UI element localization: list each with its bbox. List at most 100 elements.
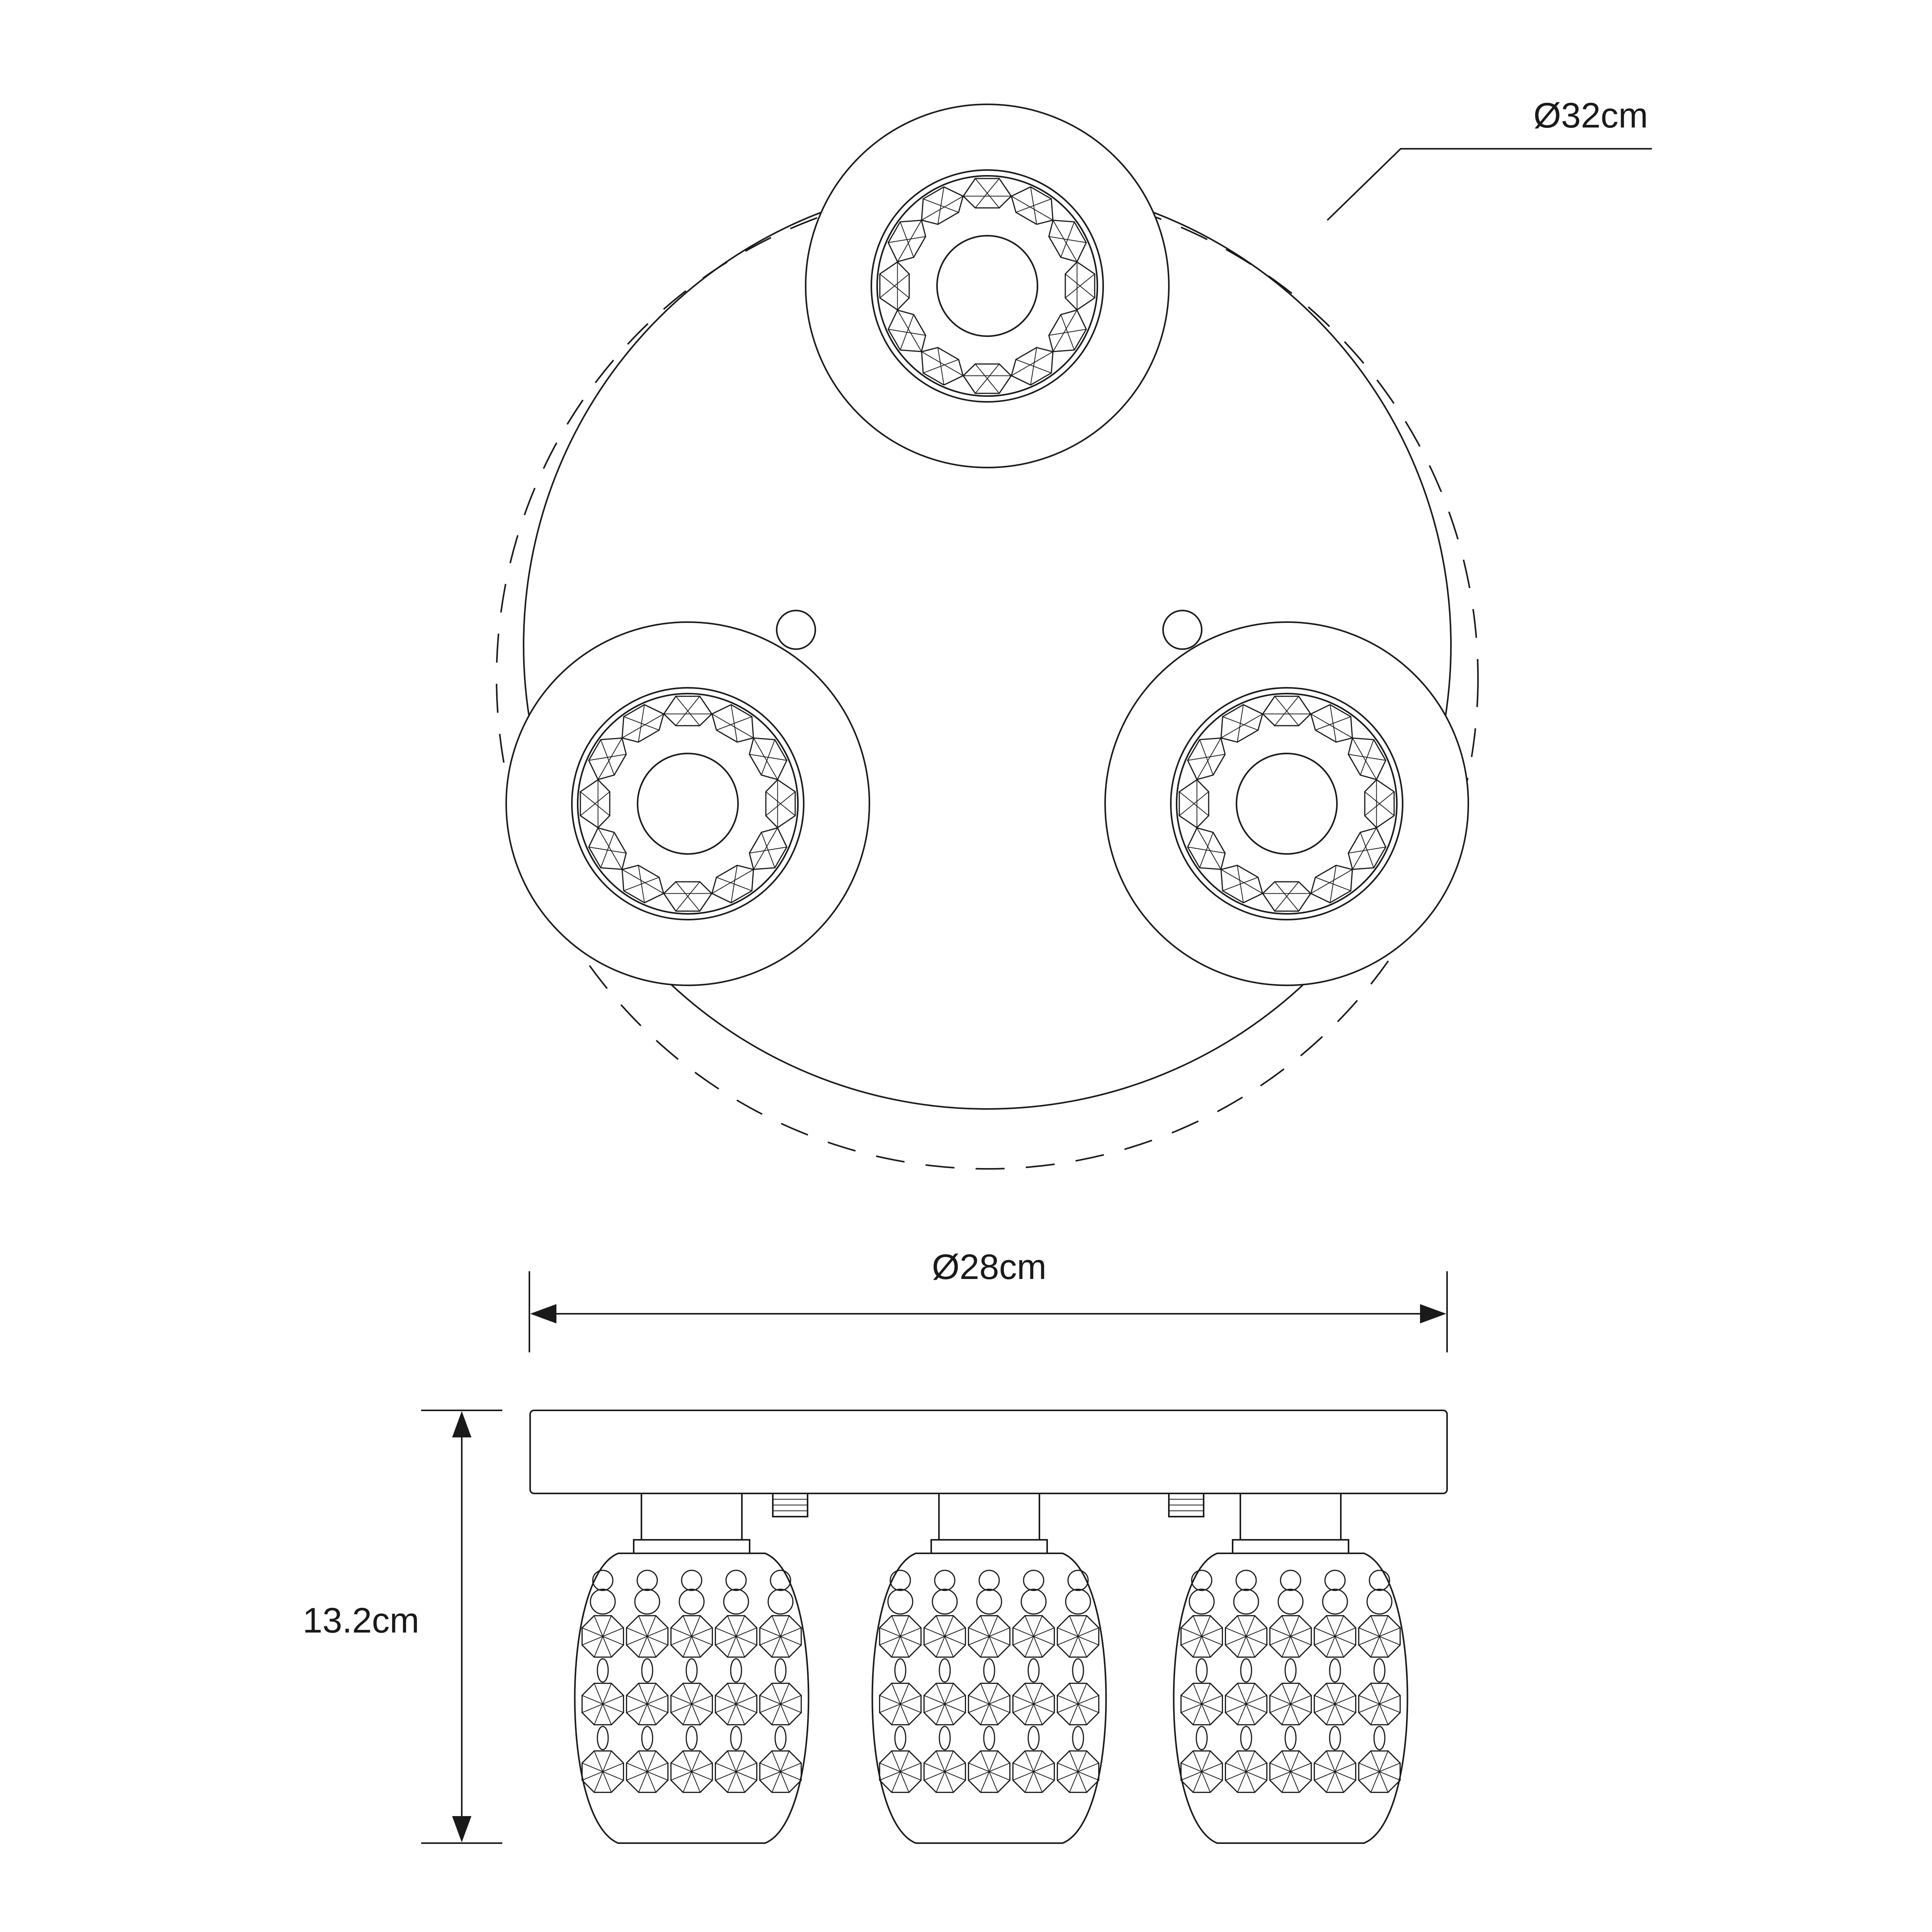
chain-ring — [976, 1588, 1002, 1615]
crystal-facet-line — [968, 1627, 1010, 1646]
crystal-facet-line — [749, 754, 787, 761]
bulb-socket-circle — [936, 235, 1038, 337]
crystal-facet-line — [1352, 828, 1377, 870]
shade-side-view — [871, 1493, 1107, 1844]
chain-ring — [887, 1588, 913, 1615]
chain-ring — [932, 1588, 958, 1615]
crystal-facet-line — [1222, 877, 1259, 891]
crystal-facet-line — [716, 716, 752, 731]
chain-ring — [934, 1570, 956, 1591]
crystal-facet-line — [1065, 274, 1095, 298]
crystal-facet-line — [580, 791, 610, 816]
crystal-facet-line — [623, 877, 660, 891]
crystal-link — [1027, 1658, 1040, 1683]
crystal-facet-line — [968, 1762, 1010, 1781]
width-arrowhead-right — [1420, 1304, 1446, 1323]
crystal-facet-line — [760, 1762, 801, 1781]
crystal-link — [983, 1658, 995, 1683]
chain-ring — [679, 1588, 705, 1615]
mounting-hole — [1162, 610, 1202, 650]
crystal-facet-line — [626, 1695, 668, 1713]
chain-ring — [1191, 1570, 1213, 1591]
shade-collar — [930, 1539, 1048, 1554]
crystal-facet-line — [626, 1627, 668, 1646]
crystal-link — [939, 1726, 951, 1750]
crystal-facet-line — [968, 1695, 1010, 1713]
shade-rim-circle — [505, 621, 870, 986]
crystal-facet-line — [1237, 704, 1244, 742]
crystal-facet-line — [760, 1627, 801, 1646]
crystal-link — [1373, 1658, 1386, 1683]
top-view — [496, 104, 1652, 1170]
crystal-facet-line — [1225, 1695, 1267, 1713]
crystal-facet-line — [1225, 1627, 1267, 1646]
crystal-link — [597, 1726, 609, 1750]
crystal-facet-line — [600, 739, 615, 776]
crystal-link — [1240, 1658, 1252, 1683]
adjuster-knob — [772, 1493, 808, 1517]
chain-ring — [636, 1570, 658, 1591]
crystal-facet-line — [715, 1762, 757, 1781]
crystal-link — [983, 1726, 995, 1750]
crystal-ring-outer-circle — [571, 687, 804, 920]
crystal-facet-line — [622, 713, 664, 738]
crystal-facet-line — [626, 1762, 668, 1781]
chain-ring — [590, 1588, 616, 1615]
base-plate-side — [529, 1410, 1448, 1494]
chain-ring — [1277, 1588, 1304, 1615]
shade-top-view — [805, 104, 1170, 468]
shade-neck — [1240, 1493, 1342, 1541]
crystal-ring-outer-circle — [1170, 687, 1403, 920]
chain-ring — [1280, 1570, 1301, 1591]
crystal-link — [1373, 1726, 1386, 1750]
crystal-facet-line — [1015, 198, 1052, 213]
crystal-facet-line — [622, 869, 664, 894]
crystal-link — [774, 1726, 787, 1750]
glass-globe — [871, 1553, 1107, 1844]
crystal-facet-line — [879, 1762, 921, 1781]
chain-ring — [1065, 1588, 1091, 1615]
chain-ring — [681, 1570, 702, 1591]
crystal-facet-line — [1221, 713, 1263, 738]
crystal-facet-line — [1181, 1627, 1223, 1646]
crystal-facet-line — [924, 1627, 966, 1646]
crystal-facet-line — [1057, 1695, 1099, 1713]
chain-ring — [767, 1588, 794, 1615]
crystal-facet-line — [753, 828, 778, 870]
crystal-facet-line — [1049, 236, 1087, 243]
crystal-facet-line — [1060, 314, 1075, 350]
crystal-facet-line — [1314, 1762, 1356, 1781]
crystal-facet-line — [582, 1762, 624, 1781]
crystal-facet-line — [1270, 1762, 1311, 1781]
crystal-facet-line — [715, 1695, 757, 1713]
bulb-socket-circle — [1236, 753, 1338, 855]
crystal-link — [1329, 1658, 1341, 1683]
crystal-facet-line — [1311, 713, 1353, 738]
crystal-facet-line — [897, 220, 922, 262]
crystal-facet-line — [1030, 347, 1037, 385]
crystal-facet-line — [765, 791, 796, 816]
chain-ring — [1366, 1588, 1393, 1615]
shade-top-view — [1104, 621, 1469, 986]
crystal-facet-line — [897, 310, 922, 352]
crystal-facet-line — [975, 364, 1000, 394]
chain-ring — [725, 1570, 747, 1591]
chain-ring — [1189, 1588, 1215, 1615]
chain-ring — [592, 1570, 614, 1591]
crystal-facet-line — [1196, 738, 1221, 780]
crystal-facet-line — [675, 696, 700, 726]
shade-collar — [1232, 1539, 1349, 1554]
crystal-facet-line — [1221, 869, 1263, 894]
crystal-facet-line — [753, 738, 778, 780]
crystal-link — [1072, 1658, 1084, 1683]
crystal-facet-line — [761, 832, 776, 868]
crystal-facet-line — [582, 1695, 624, 1713]
crystal-link — [1329, 1726, 1341, 1750]
crystal-facet-line — [1359, 1695, 1400, 1713]
crystal-facet-line — [1314, 1695, 1356, 1713]
crystal-facet-line — [1311, 869, 1353, 894]
crystal-facet-line — [1274, 696, 1299, 726]
crystal-facet-line — [671, 1762, 713, 1781]
shade-neck — [938, 1493, 1040, 1541]
